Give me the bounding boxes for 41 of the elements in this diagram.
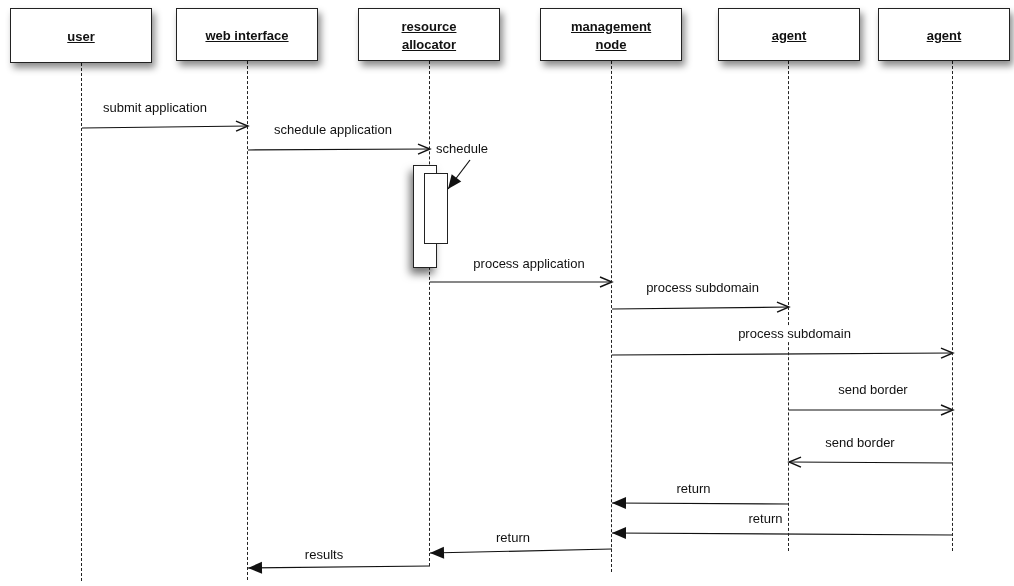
message-arrow xyxy=(611,497,790,510)
participant-box xyxy=(176,8,318,61)
message-arrow xyxy=(247,143,431,155)
participant-name: agent xyxy=(926,27,962,43)
message-arrow xyxy=(429,276,613,288)
edge-label: process subdomain xyxy=(644,280,761,295)
activation-bar xyxy=(424,173,448,244)
participant-box xyxy=(358,8,500,61)
edge-label: submit application xyxy=(100,100,210,115)
participant-box xyxy=(718,8,860,61)
lifeline xyxy=(952,61,954,551)
edge-label: schedule application xyxy=(272,122,394,137)
participant-box xyxy=(10,8,152,63)
message-arrow xyxy=(429,546,613,559)
participant-name: user xyxy=(67,28,95,44)
edge-label: return xyxy=(494,530,532,545)
edge-label: process subdomain xyxy=(736,326,853,341)
participant-name: management node xyxy=(571,18,652,52)
edge-label: return xyxy=(746,511,785,526)
participant-name: resource allocator xyxy=(401,18,457,52)
message-label: schedule xyxy=(436,141,498,158)
message-arrow xyxy=(788,404,954,416)
message-arrow xyxy=(81,120,249,132)
lifeline xyxy=(611,61,613,572)
participant-name: agent xyxy=(771,27,807,43)
edge-label: send border xyxy=(823,435,897,450)
participant-box xyxy=(878,8,1010,61)
message-arrow xyxy=(447,159,471,190)
message-arrow xyxy=(611,301,790,313)
message-arrow xyxy=(247,561,431,574)
message-arrow xyxy=(611,347,954,359)
edge-label: send border xyxy=(836,382,910,397)
edge-label: return xyxy=(674,481,713,496)
participant-box xyxy=(540,8,682,61)
participant-name: web interface xyxy=(205,27,289,43)
lifeline xyxy=(81,63,83,581)
lifeline xyxy=(247,61,249,580)
edge-label: results xyxy=(302,547,346,562)
message-arrow xyxy=(611,527,954,540)
message-arrow xyxy=(788,456,954,468)
edge-label: process application xyxy=(471,256,587,271)
